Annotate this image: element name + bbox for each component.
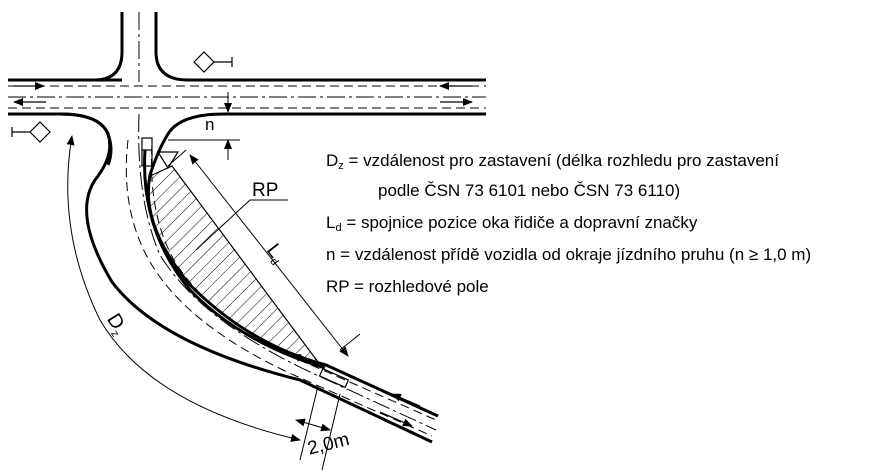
priority-road-sign-icon-2 — [11, 121, 51, 143]
vehicle-nose-icon — [318, 367, 350, 389]
legend-dz-line2: podle ČSN 73 6101 nebo ČSN 73 6110) — [378, 181, 680, 200]
dimension-width: 2,0m — [295, 385, 352, 471]
legend-rp: RP = rozhledové pole — [326, 277, 489, 296]
traffic-arrows — [13, 82, 473, 427]
label-dz: Dz — [101, 310, 132, 340]
label-n: n — [205, 115, 214, 134]
dimension-n: n — [168, 92, 240, 160]
legend-dz: Dz = vzdálenost pro zastavení (délka roz… — [326, 151, 779, 172]
legend: Dz = vzdálenost pro zastavení (délka roz… — [326, 151, 811, 296]
legend-ld: Ld = spojnice pozice oka řidiče a doprav… — [326, 213, 698, 234]
legend-n: n = vzdálenost přídě vozidla od okraje j… — [326, 245, 811, 264]
label-rp: RP — [252, 180, 278, 201]
top-road — [92, 12, 189, 82]
label-width: 2,0m — [305, 429, 351, 460]
main-road — [8, 78, 486, 116]
priority-road-sign-icon — [193, 51, 233, 73]
label-ld: Ld — [260, 240, 290, 268]
